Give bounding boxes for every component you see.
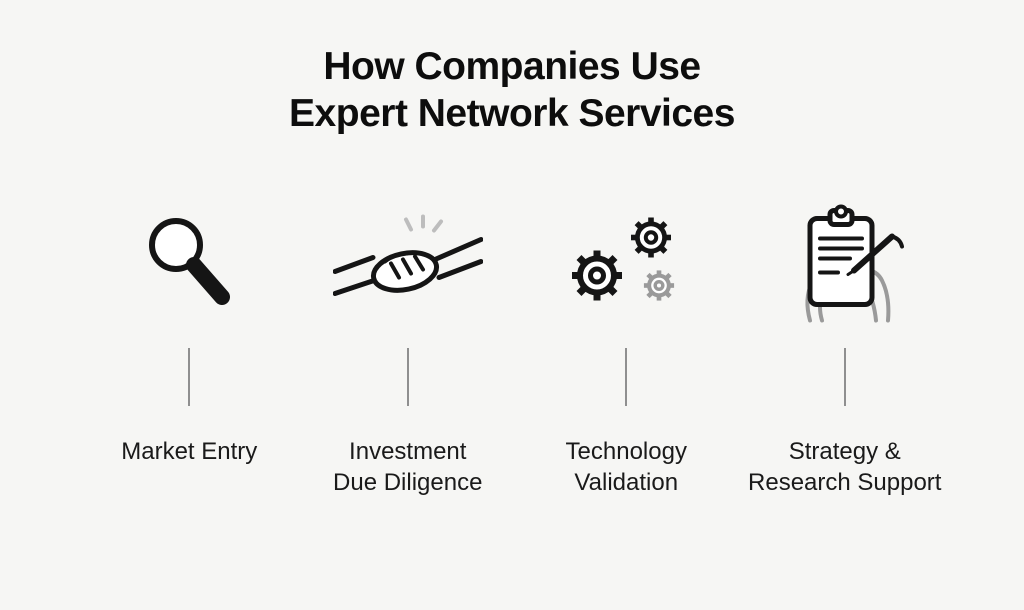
item-market-entry: Market Entry: [80, 180, 299, 498]
connector-line: [406, 347, 409, 406]
item-investment-due-diligence: Investment Due Diligence: [299, 180, 518, 498]
title-line-1: How Companies Use: [323, 45, 701, 88]
item-strategy-research: Strategy & Research Support: [736, 180, 955, 498]
connector-line: [843, 347, 846, 406]
item-label-technology: Technology Validation: [565, 437, 687, 496]
page-title: How Companies Use Expert Network Service…: [0, 0, 1024, 138]
items-row: Market Entry: [0, 180, 1024, 498]
item-technology-validation: Technology Validation: [517, 180, 736, 498]
item-label-strategy: Strategy & Research Support: [748, 437, 942, 496]
connector-line: [625, 347, 628, 406]
gears-icon: [559, 180, 694, 348]
title-line-2: Expert Network Services: [289, 91, 735, 135]
connector-line: [188, 347, 191, 406]
item-label-investment: Investment Due Diligence: [333, 437, 483, 496]
magnifier-icon: [134, 180, 244, 348]
clipboard-icon: [780, 180, 910, 348]
item-label-market-entry: Market Entry: [121, 437, 258, 465]
handshake-icon: [332, 180, 483, 348]
